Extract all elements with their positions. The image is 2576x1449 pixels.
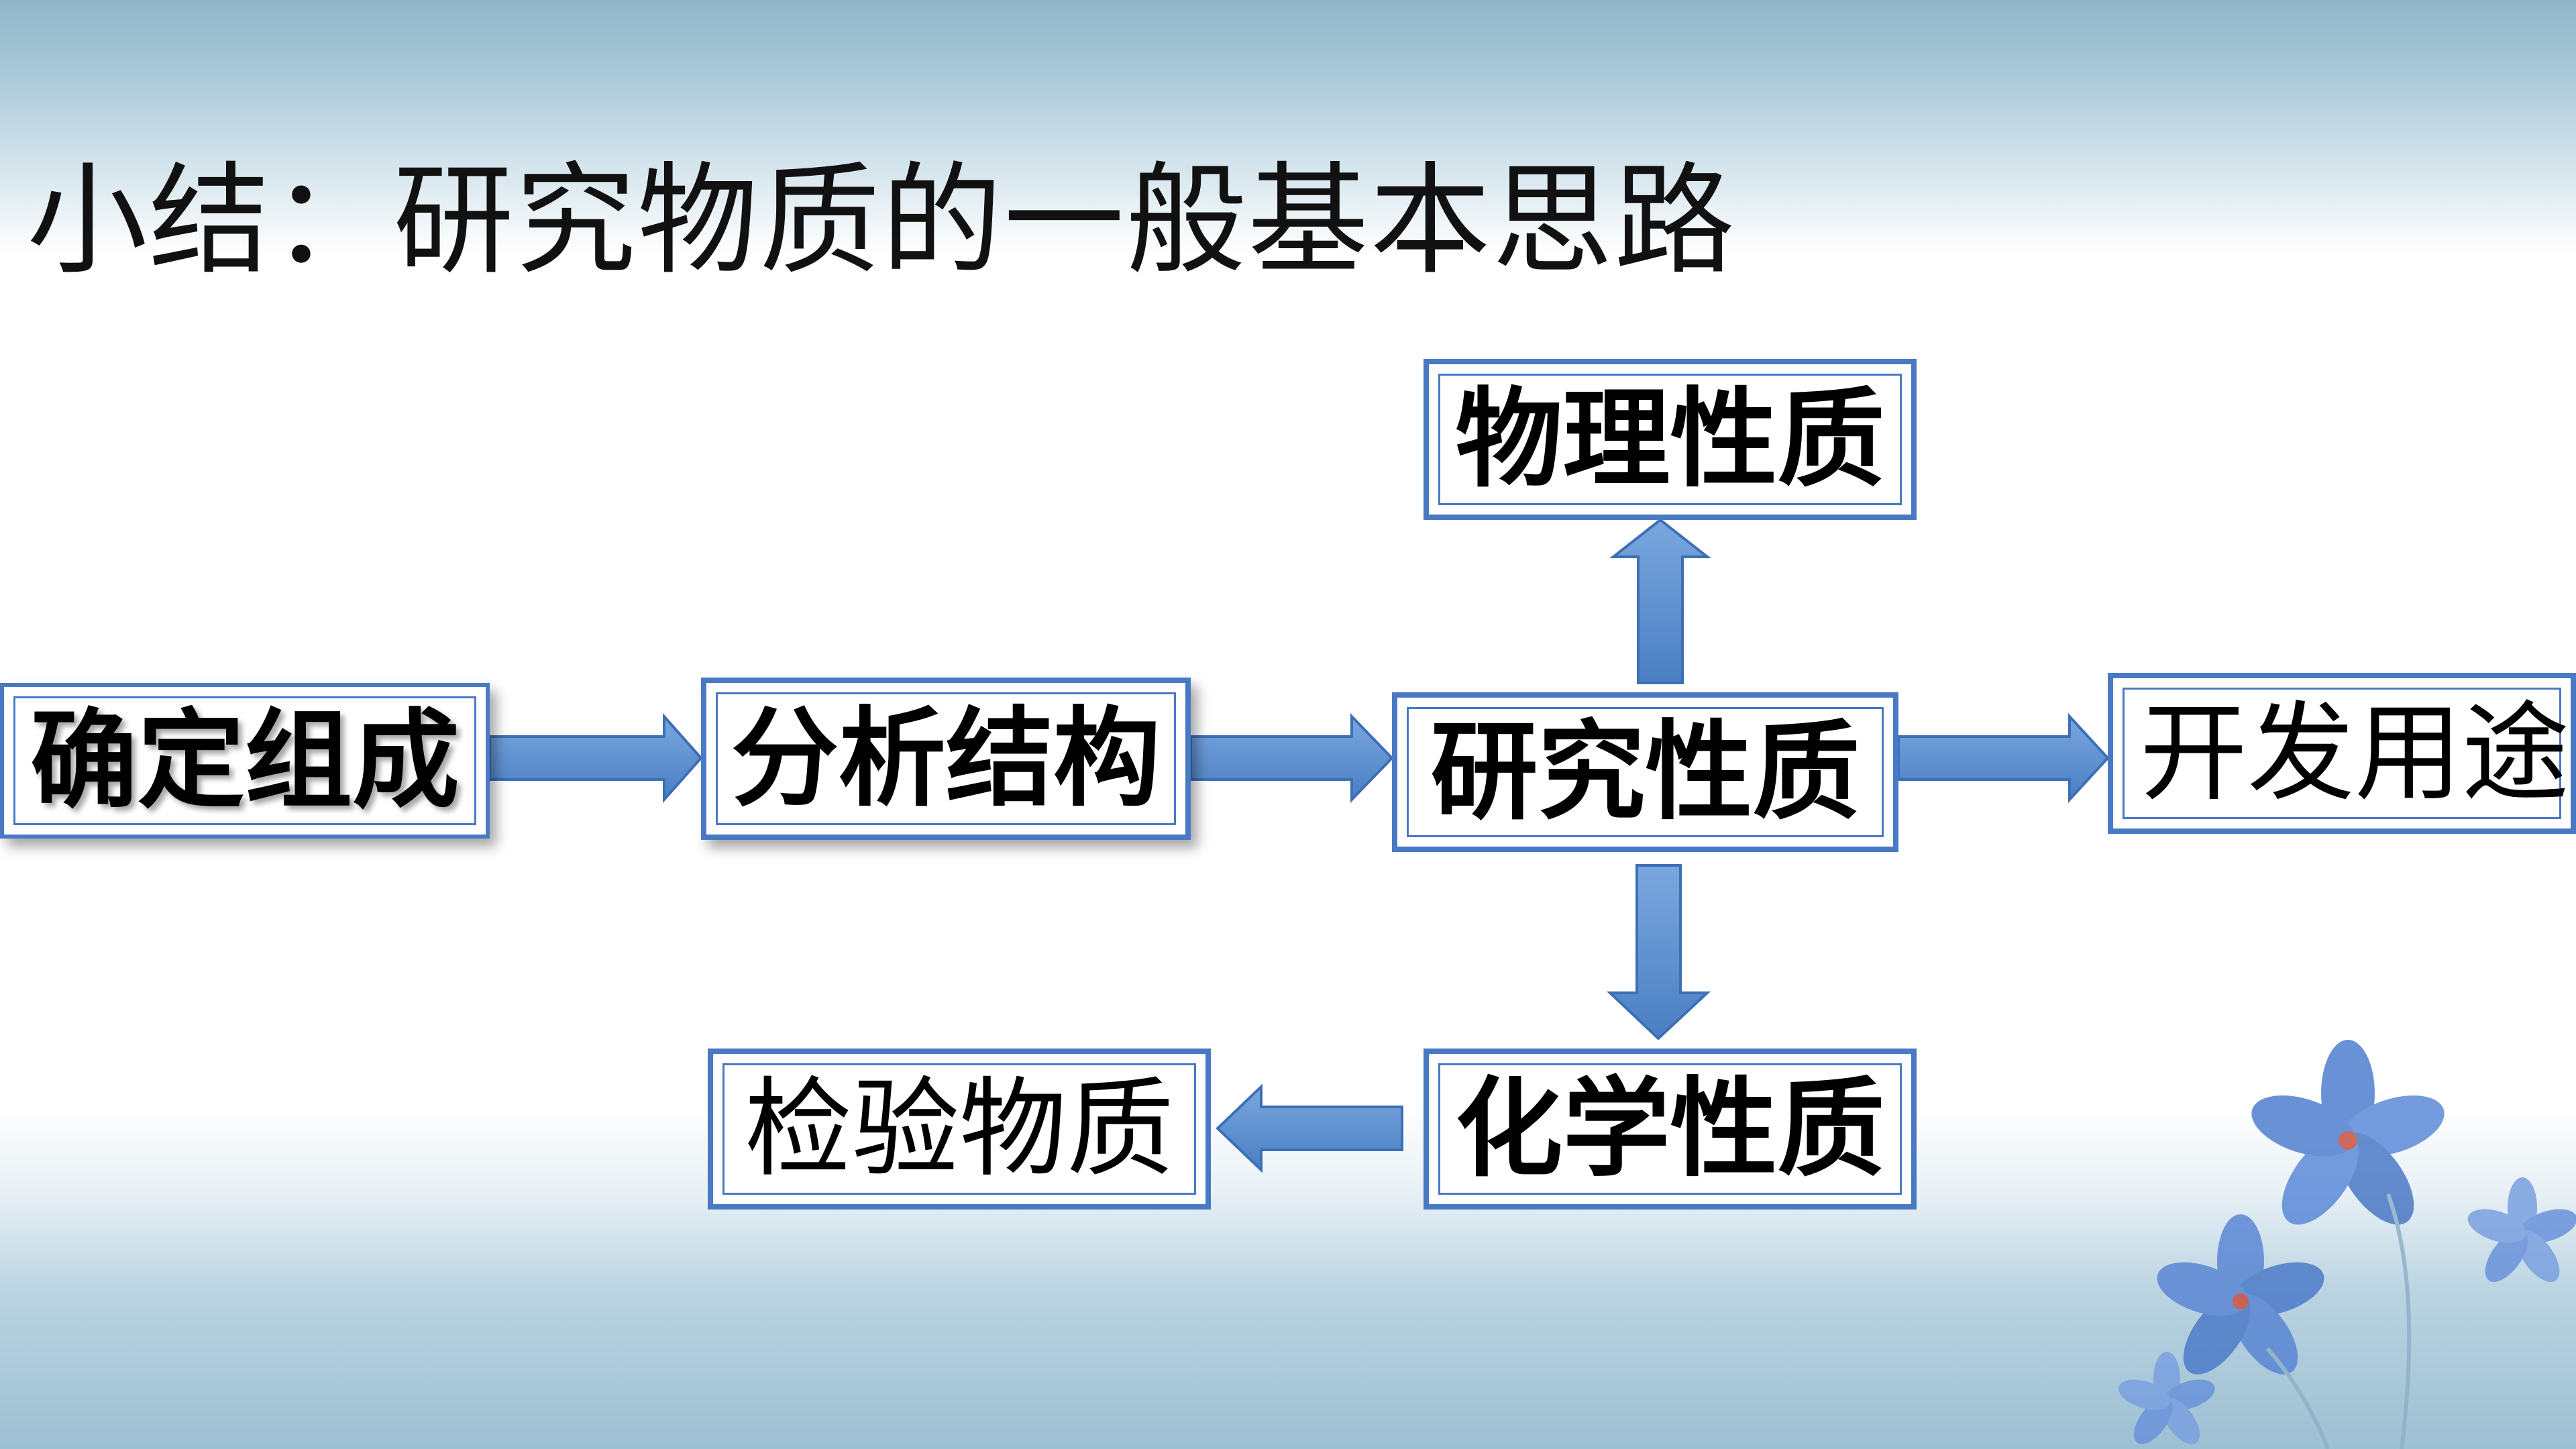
flower-decoration — [2118, 1040, 2576, 1449]
arrow-study-to-develop — [1897, 712, 2110, 804]
node-study-properties: 研究性质 — [1392, 692, 1898, 852]
arrow-study-to-chemical — [1606, 864, 1711, 1040]
page-title: 小结：研究物质的一般基本思路 — [27, 151, 1737, 291]
node-test-substance: 检验物质 — [708, 1049, 1211, 1210]
arrow-analyze-to-study — [1189, 713, 1394, 803]
arrow-study-to-physical — [1609, 518, 1711, 684]
node-analyze-structure: 分析结构 — [701, 678, 1191, 840]
node-confirm-composition: 确定组成 — [0, 683, 490, 839]
node-physical-properties: 物理性质 — [1424, 359, 1917, 520]
node-chemical-properties: 化学性质 — [1424, 1049, 1917, 1210]
arrow-chemical-to-test — [1216, 1083, 1403, 1173]
node-develop-uses: 开发用途 — [2108, 673, 2576, 834]
arrow-confirm-to-analyze — [488, 712, 703, 804]
